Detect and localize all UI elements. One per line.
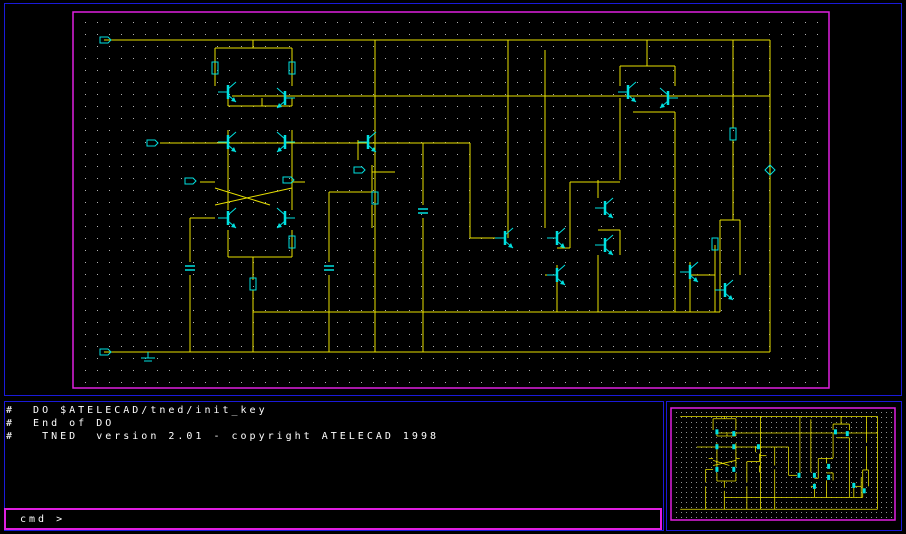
- grid: [85, 22, 818, 383]
- pin-icon: [282, 176, 295, 184]
- console-line: # TNED version 2.01 - copyright ATELECAD…: [6, 431, 439, 442]
- transistor-q8: [595, 197, 614, 219]
- transistor-q4: [218, 207, 237, 229]
- transistor-xpnp3: [659, 87, 678, 109]
- transistor-xpnp2: [218, 81, 237, 103]
- resistor-r3: [249, 277, 257, 291]
- transistor-q6: [495, 227, 514, 249]
- transistor-q7: [547, 227, 566, 249]
- resistor-r6: [729, 127, 737, 141]
- resistor-r2: [371, 191, 379, 205]
- transistor-q3: [358, 131, 377, 153]
- resistor-r5: [288, 61, 296, 75]
- transistor-q2: [276, 131, 295, 153]
- transistor-q5: [276, 207, 295, 229]
- command-input[interactable]: cmd >: [4, 508, 662, 530]
- sheet-border: [72, 11, 830, 389]
- pin-icon: [146, 139, 159, 147]
- resistor-r4: [211, 61, 219, 75]
- transistor-q12: [715, 279, 734, 301]
- console-window: [4, 401, 664, 531]
- pin-icon: [184, 177, 197, 185]
- resistor-r1: [288, 235, 296, 249]
- transistor-q11: [680, 261, 699, 283]
- schematic-canvas[interactable]: [0, 0, 906, 400]
- overview-window[interactable]: [666, 401, 902, 531]
- pin-icon: [99, 348, 112, 356]
- transistor-q1: [218, 131, 237, 153]
- resistor-r7: [711, 237, 719, 251]
- transistor-q9: [595, 234, 614, 256]
- schematic-window[interactable]: [4, 3, 902, 396]
- pin-icon: [353, 166, 366, 174]
- console-line: # DO $ATELECAD/tned/init_key: [6, 405, 268, 416]
- wire: [214, 187, 293, 206]
- pin-icon: [764, 164, 776, 176]
- console-line: # End of DO: [6, 418, 115, 429]
- command-prompt: cmd >: [20, 514, 66, 525]
- transistor-xpnp1: [276, 87, 295, 109]
- transistor-xpnp4: [618, 81, 637, 103]
- pin-icon: [99, 36, 112, 44]
- wire: [214, 187, 271, 206]
- transistor-q10: [547, 264, 566, 286]
